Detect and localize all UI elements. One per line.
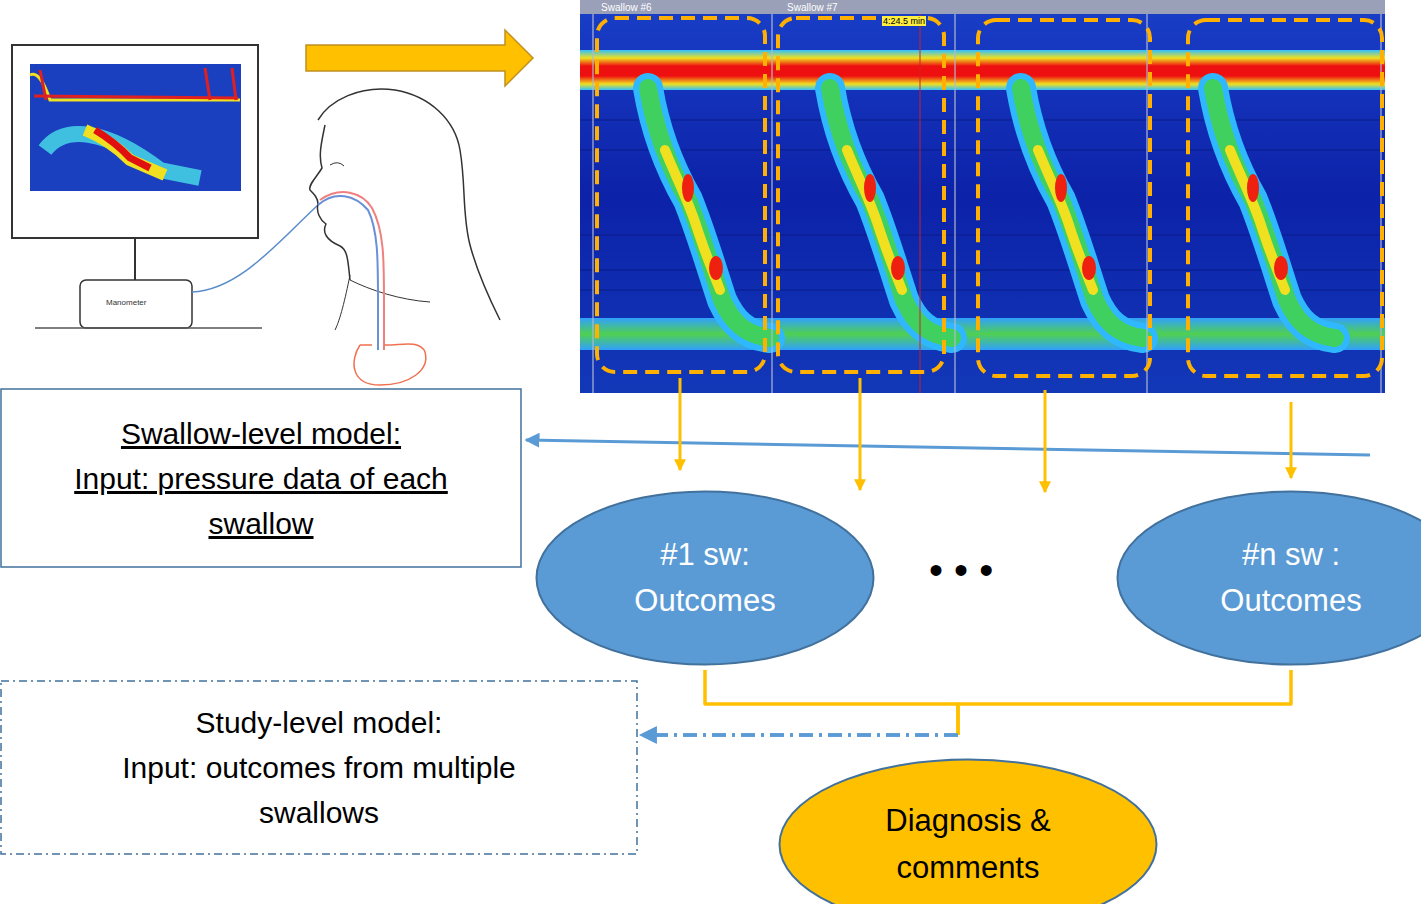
dashdot-arrow xyxy=(641,733,958,737)
swallow-tag: Swallow #7 xyxy=(786,2,839,13)
swallow-tag: Swallow #6 xyxy=(600,2,653,13)
model-box: Study-level model:Input: outcomes from m… xyxy=(0,680,638,855)
bracket-line xyxy=(958,670,1291,735)
time-tag: 4:24.5 min xyxy=(882,16,926,26)
ellipse-outline xyxy=(535,490,875,666)
outcome-ellipse: #1 sw: Outcomes xyxy=(535,490,875,666)
node-title: #n sw : Outcomes xyxy=(1186,532,1396,625)
node-body: Input: pressure data of each swallow xyxy=(36,456,486,546)
bracket-connector xyxy=(641,670,958,735)
device-label: Manometer xyxy=(105,298,147,307)
ellipsis: • • • xyxy=(928,548,994,593)
dashdot-arrow xyxy=(641,733,958,737)
node-body: Input: outcomes from multiple swallows xyxy=(74,745,564,835)
bracket-line xyxy=(705,670,958,735)
outcome-ellipse: #n sw : Outcomes xyxy=(1116,490,1421,666)
ellipse-outline xyxy=(1116,490,1421,666)
diagnosis-ellipse: Diagnosis & comments xyxy=(778,758,1158,904)
node-title: Swallow-level model: xyxy=(121,411,401,456)
bracket-connector xyxy=(641,670,1291,735)
node-title: Study-level model: xyxy=(196,700,443,745)
model-box: Swallow-level model:Input: pressure data… xyxy=(0,388,522,568)
node-title: #1 sw: Outcomes xyxy=(605,532,805,625)
node-title: Diagnosis & comments xyxy=(848,798,1088,891)
